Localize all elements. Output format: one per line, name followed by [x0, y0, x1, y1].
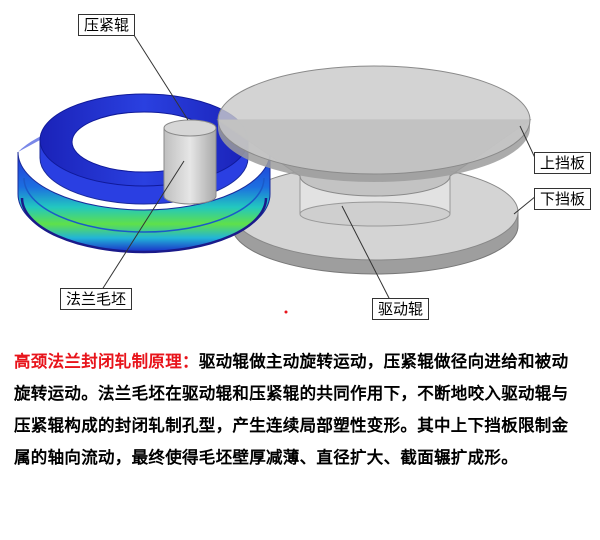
caption-body: 驱动辊做主动旋转运动，压紧辊做径向进给和被动旋转运动。法兰毛坯在驱动辊和压紧辊的… [14, 352, 569, 467]
marker-dot [284, 310, 288, 314]
caption: 高颈法兰封闭轧制原理：驱动辊做主动旋转运动，压紧辊做径向进给和被动旋转运动。法兰… [14, 346, 580, 474]
drive-roller-label: 驱动辊 [372, 298, 430, 320]
upper-baffle-shape [216, 65, 532, 197]
leader-lines [97, 31, 537, 301]
lower-baffle-label: 下挡板 [534, 188, 592, 210]
upper-baffle-label: 上挡板 [534, 152, 592, 174]
press-roller-shape [163, 119, 217, 205]
flange-blank-label: 法兰毛坯 [60, 288, 133, 310]
caption-title: 高颈法兰封闭轧制原理： [14, 352, 199, 371]
press-roller-label: 压紧辊 [78, 14, 136, 36]
rolling-diagram [17, 31, 537, 314]
